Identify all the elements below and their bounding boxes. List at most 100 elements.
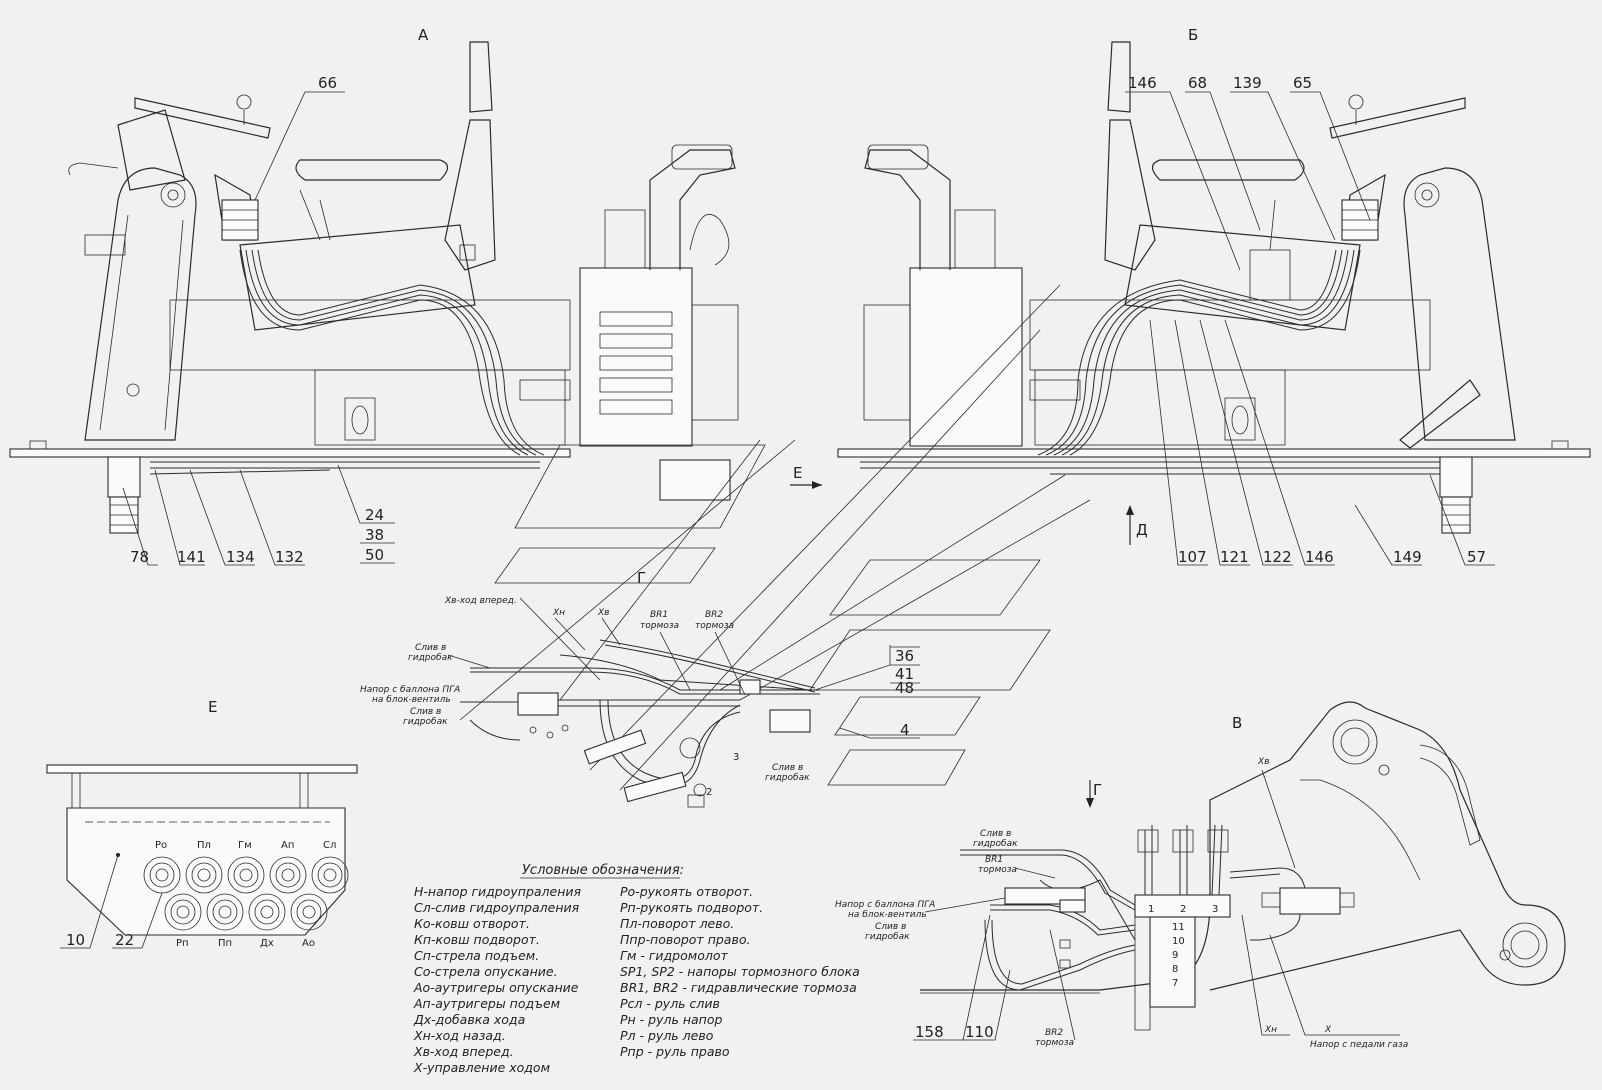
pos-78: 78 bbox=[130, 548, 149, 566]
v-supply-a: Напор с баллона ПГА bbox=[835, 900, 935, 910]
view-g: Г 3 2 Хв-ход вперед. bbox=[360, 284, 1102, 808]
svg-text:Ро: Ро bbox=[155, 840, 167, 851]
radiator-block-left bbox=[579, 267, 693, 447]
v-num-11: 11 bbox=[1172, 922, 1185, 933]
v-num-9: 9 bbox=[1172, 950, 1178, 961]
mounting-plate bbox=[46, 764, 358, 774]
v-drain1-b: гидробак bbox=[973, 839, 1018, 849]
floor-plate-right bbox=[837, 448, 1591, 458]
pos-107: 107 bbox=[1178, 548, 1207, 566]
legend-left-item: Х-управление ходом bbox=[413, 1060, 550, 1075]
v-br2: BR2 bbox=[1045, 1028, 1063, 1038]
legend-left-item: Ао-аутригеры опускание bbox=[413, 980, 579, 995]
radiator-block-right bbox=[909, 267, 1023, 447]
ports-top: Ро Пл Гм Ап Сл bbox=[143, 840, 349, 894]
pos-65: 65 bbox=[1293, 74, 1312, 92]
legend-right-item: Ро-рукоять отворот. bbox=[620, 884, 753, 899]
port-ap: Ап bbox=[269, 840, 307, 894]
legend-left-item: Ап-аутригеры подъем bbox=[413, 996, 560, 1011]
valve-block bbox=[66, 807, 346, 936]
legend-title: Условные обозначения: bbox=[522, 863, 684, 878]
ports-bottom: Рп Пп Дх Ао bbox=[164, 893, 328, 949]
port-pl: Пл bbox=[185, 840, 223, 894]
g-num-2: 2 bbox=[706, 787, 712, 798]
pos-121: 121 bbox=[1220, 548, 1249, 566]
g-xn: Хн bbox=[552, 608, 565, 618]
seat-back-right bbox=[1104, 119, 1156, 271]
pos-10: 10 bbox=[66, 931, 85, 949]
port-pp: Пп bbox=[206, 893, 244, 949]
v-br1: BR1 bbox=[985, 855, 1003, 865]
pos-50: 50 bbox=[365, 546, 384, 564]
boom-plate bbox=[1099, 701, 1566, 991]
legend-left-column: Н-напор гидроупраления Сл-слив гидроупра… bbox=[413, 884, 582, 1075]
svg-text:Пл: Пл bbox=[197, 840, 211, 851]
pos-36: 36 bbox=[895, 647, 914, 665]
svg-text:Пп: Пп bbox=[218, 938, 232, 949]
legend-left-item: Хв-ход вперед. bbox=[413, 1044, 514, 1059]
legend-left-item: Сл-слив гидроупраления bbox=[414, 900, 580, 915]
view-d-arrow-label: Д bbox=[1136, 521, 1148, 539]
svg-text:Ао: Ао bbox=[302, 938, 315, 949]
g-br2: BR2 bbox=[705, 610, 723, 620]
g-drain2-a: Слив в bbox=[410, 707, 441, 717]
legend-right-item: Рпр - руль право bbox=[620, 1044, 730, 1059]
port-ao: Ао bbox=[290, 893, 328, 949]
v-supply-b: на блок-вентиль bbox=[848, 910, 927, 920]
legend-right-item: Ппр-поворот право. bbox=[620, 932, 750, 947]
legend-right-item: SP1, SP2 - напоры тормозного блока bbox=[620, 964, 860, 979]
view-b: Б bbox=[790, 26, 1591, 566]
v-drain1-a: Слив в bbox=[980, 829, 1011, 839]
view-a: А bbox=[9, 26, 739, 566]
legend-left-item: Кп-ковш подворот. bbox=[414, 932, 540, 947]
armrest-right bbox=[1151, 159, 1305, 181]
port-dx: Дх bbox=[248, 893, 286, 949]
g-drain1-b: гидробак bbox=[408, 653, 453, 663]
pos-139: 139 bbox=[1233, 74, 1262, 92]
pos-146-top: 146 bbox=[1128, 74, 1157, 92]
legend-left-item: Н-напор гидроупраления bbox=[414, 884, 582, 899]
legend-left-item: Хн-ход назад. bbox=[413, 1028, 506, 1043]
v-x-sub: Напор с педали газа bbox=[1310, 1040, 1408, 1050]
pos-158: 158 bbox=[915, 1023, 944, 1041]
floor-plate-left bbox=[9, 448, 571, 458]
v-xn: Хн bbox=[1264, 1025, 1277, 1035]
g-br1: BR1 bbox=[650, 610, 668, 620]
port-rp: Рп bbox=[164, 893, 202, 949]
brake-valve-block bbox=[769, 709, 811, 733]
pos-110: 110 bbox=[965, 1023, 994, 1041]
v-num-8: 8 bbox=[1172, 964, 1178, 975]
g-drain2-b: гидробак bbox=[403, 717, 448, 727]
v-num-7: 7 bbox=[1172, 978, 1178, 989]
view-e: Е Ро Пл Гм Ап Сл Рп Пп Дх bbox=[46, 698, 358, 949]
armrest-left bbox=[295, 159, 449, 181]
g-supply-b: на блок-вентиль bbox=[372, 695, 451, 705]
pos-22: 22 bbox=[115, 931, 134, 949]
pos-4: 4 bbox=[900, 721, 910, 739]
g-xv: Хв bbox=[597, 608, 609, 618]
g-br2-sub: тормоза bbox=[695, 621, 734, 631]
view-a-title: А bbox=[418, 26, 429, 44]
legend-right-item: Рл - руль лево bbox=[620, 1028, 714, 1043]
view-e-title: Е bbox=[208, 698, 217, 716]
legend-right-item: Гм - гидромолот bbox=[620, 948, 728, 963]
port-sl: Сл bbox=[311, 840, 349, 894]
v-x: Х bbox=[1324, 1025, 1332, 1035]
legend-left-item: Ко-ковш отворот. bbox=[414, 916, 530, 931]
pos-134: 134 bbox=[226, 548, 255, 566]
view-g-arrow-label: Г bbox=[1093, 781, 1102, 799]
pos-141: 141 bbox=[177, 548, 206, 566]
legend-right-item: Рн - руль напор bbox=[620, 1012, 722, 1027]
legend-left-item: Сп-стрела подъем. bbox=[414, 948, 539, 963]
svg-text:Дх: Дх bbox=[260, 938, 274, 949]
view-g-title: Г bbox=[637, 569, 646, 587]
svg-text:Ап: Ап bbox=[281, 840, 294, 851]
g-drain3-a: Слив в bbox=[772, 763, 803, 773]
pos-24: 24 bbox=[365, 506, 384, 524]
v-num-3: 3 bbox=[1212, 904, 1218, 915]
pos-38: 38 bbox=[365, 526, 384, 544]
view-e-arrow-label: Е bbox=[793, 464, 802, 482]
travel-valve bbox=[1279, 887, 1341, 915]
g-num-3: 3 bbox=[733, 752, 739, 763]
